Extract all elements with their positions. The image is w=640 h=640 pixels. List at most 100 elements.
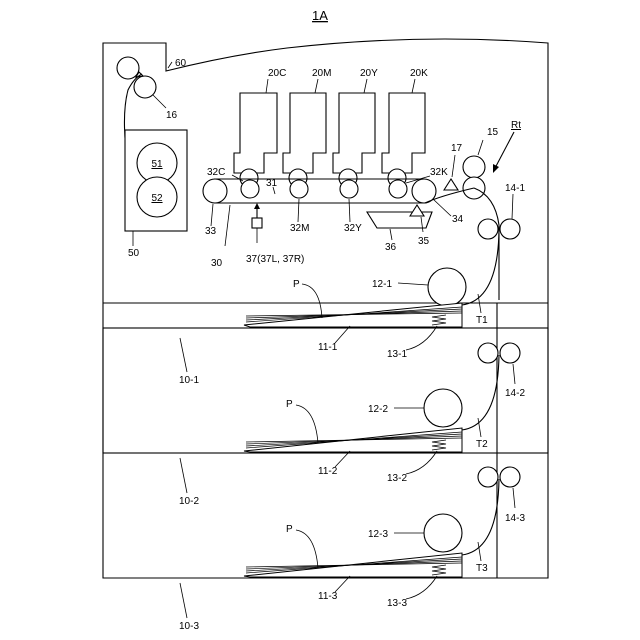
label-34: 34 (452, 214, 464, 225)
label-32k: 32K (430, 167, 448, 178)
toner-cartridge-c (234, 93, 277, 173)
label-10-3: 10-3 (179, 621, 199, 632)
label-50: 50 (128, 248, 140, 259)
registration-roller-upper (463, 156, 485, 178)
feed-roller-2b (500, 343, 520, 363)
leader-15 (478, 140, 483, 155)
label-14-1: 14-1 (505, 183, 525, 194)
label-12-1: 12-1 (372, 279, 392, 290)
label-p-3: P (286, 524, 293, 535)
toner-cartridge-y (333, 93, 375, 173)
leader-p-2 (296, 405, 318, 443)
label-36: 36 (385, 242, 397, 253)
primary-roller-y (340, 180, 358, 198)
exit-roller-upper (117, 57, 139, 79)
label-10-1: 10-1 (179, 375, 199, 386)
leader-p-1 (302, 284, 322, 318)
leader-14-3 (513, 488, 515, 508)
label-37: 37(37L, 37R) (246, 254, 304, 265)
label-32m: 32M (290, 223, 309, 234)
leader-20k (412, 79, 415, 93)
feed-roller-3b (500, 467, 520, 487)
label-20m: 20M (312, 68, 331, 79)
sensor-17 (444, 179, 458, 190)
leader-20m (315, 79, 318, 93)
label-13-1: 13-1 (387, 349, 407, 360)
label-60: 60 (175, 58, 187, 69)
leader-p-3 (296, 530, 318, 568)
label-30: 30 (211, 258, 223, 269)
label-11-1: 11-1 (318, 342, 338, 353)
label-20k: 20K (410, 68, 428, 79)
label-12-3: 12-3 (368, 529, 388, 540)
label-14-2: 14-2 (505, 388, 525, 399)
label-33: 33 (205, 226, 217, 237)
label-52: 52 (151, 193, 163, 204)
density-sensor-arrow (254, 203, 260, 209)
label-t3: T3 (476, 563, 488, 574)
leader-13-2 (406, 451, 437, 474)
label-p-1: P (293, 279, 300, 290)
leader-12-1 (398, 283, 428, 285)
label-20c: 20C (268, 68, 286, 79)
label-p-2: P (286, 399, 293, 410)
pickup-roller-3 (424, 514, 462, 552)
leader-10-2 (180, 458, 187, 493)
conveyance-path (474, 188, 499, 300)
leader-30 (225, 205, 230, 246)
leader-17 (452, 155, 455, 177)
label-51: 51 (151, 159, 163, 170)
primary-roller-m (290, 180, 308, 198)
leader-34 (433, 199, 451, 216)
density-sensor (252, 218, 262, 228)
leader-14-2 (513, 364, 515, 384)
label-20y: 20Y (360, 68, 378, 79)
label-t1: T1 (476, 315, 488, 326)
leader-60 (168, 62, 172, 68)
feed-roller-1a (478, 219, 498, 239)
leader-36 (390, 229, 392, 240)
label-32y: 32Y (344, 223, 362, 234)
label-12-2: 12-2 (368, 404, 388, 415)
label-35: 35 (418, 236, 430, 247)
leader-20y (364, 79, 367, 93)
toner-cartridge-m (283, 93, 326, 173)
label-11-3: 11-3 (318, 591, 338, 602)
feed-roller-2a (478, 343, 498, 363)
leader-16 (153, 95, 166, 108)
figure-title: 1A (312, 8, 328, 23)
label-13-2: 13-2 (387, 473, 407, 484)
leader-10-1 (180, 338, 187, 372)
path-t1 (462, 230, 499, 305)
sensor-35 (410, 205, 424, 216)
exit-roller-lower (134, 76, 156, 98)
primary-roller-k (389, 180, 407, 198)
leader-14-1 (512, 194, 513, 219)
primary-roller-c (241, 180, 259, 198)
leader-13-1 (406, 326, 437, 350)
path-t2 (462, 355, 499, 430)
paper-tray-1 (244, 303, 462, 327)
label-rt: Rt (511, 120, 521, 131)
pickup-roller-2 (424, 389, 462, 427)
label-14-3: 14-3 (505, 513, 525, 524)
path-t3 (462, 479, 499, 555)
drive-roller (203, 179, 227, 203)
label-31: 31 (266, 178, 278, 189)
label-11-2: 11-2 (318, 466, 338, 477)
feed-roller-1b (500, 219, 520, 239)
leader-t3 (478, 542, 481, 561)
label-t2: T2 (476, 439, 488, 450)
leader-20c (266, 79, 268, 93)
pickup-roller-1 (428, 268, 466, 306)
feed-roller-3a (478, 467, 498, 487)
leader-33 (211, 204, 213, 226)
label-32c: 32C (207, 167, 225, 178)
toner-cartridge-k (382, 93, 425, 173)
label-10-2: 10-2 (179, 496, 199, 507)
label-13-3: 13-3 (387, 598, 407, 609)
leader-10-3 (180, 583, 187, 618)
label-16: 16 (166, 110, 178, 121)
label-15: 15 (487, 127, 499, 138)
